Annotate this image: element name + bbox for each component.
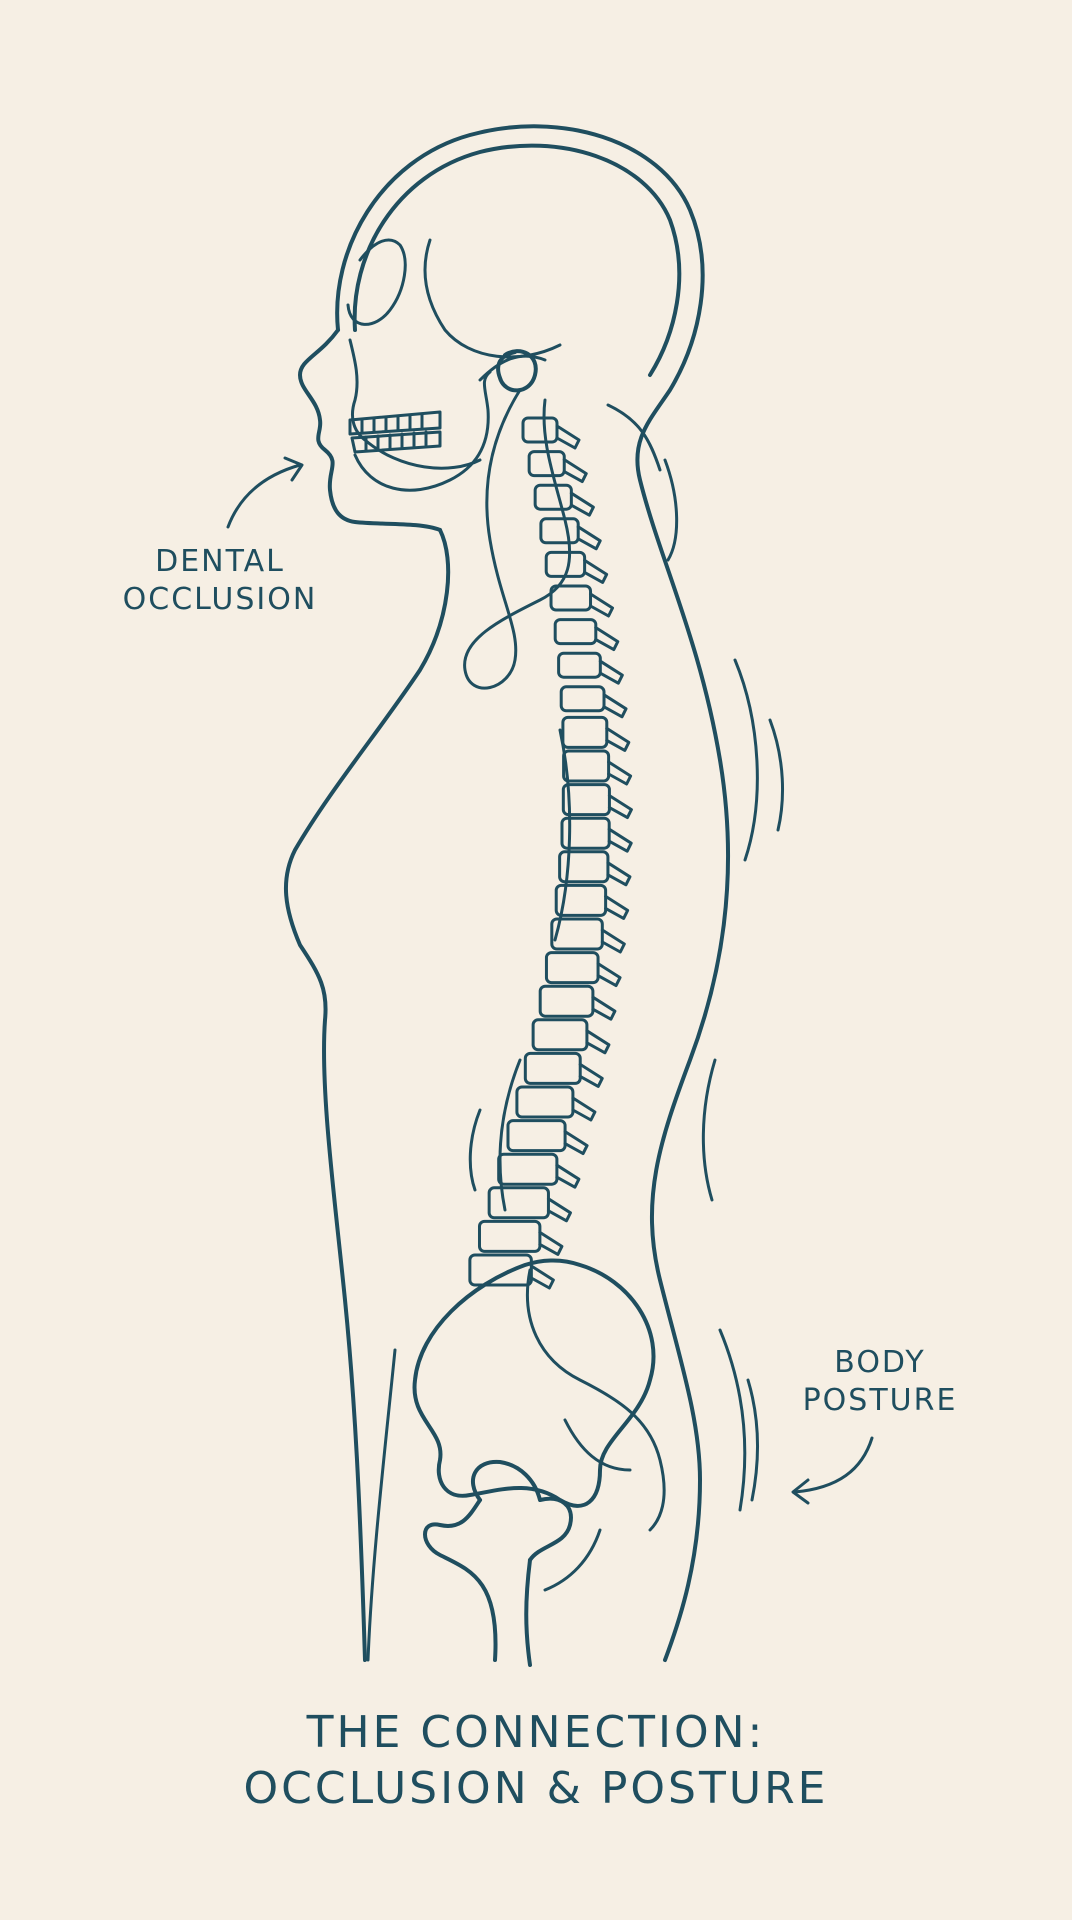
- dental-label-line2: OCCLUSION: [122, 582, 318, 617]
- vertebra: [557, 651, 602, 679]
- spinous-process: [607, 827, 633, 853]
- vertebra: [515, 1085, 575, 1119]
- vertebra: [497, 1152, 559, 1186]
- dental-occlusion-label: DENTAL OCCLUSION: [110, 543, 330, 619]
- vertebra: [560, 816, 611, 850]
- posture-label-line2: POSTURE: [802, 1383, 958, 1418]
- vertebra: [487, 1186, 550, 1220]
- vertebra: [527, 450, 566, 478]
- spinous-process: [591, 995, 617, 1021]
- spinous-process: [594, 626, 620, 652]
- spinous-process: [605, 726, 631, 752]
- vertebra: [523, 1051, 582, 1085]
- vertebra: [521, 416, 559, 444]
- spinous-process: [555, 424, 581, 450]
- spinous-process: [555, 1163, 581, 1189]
- spinous-process: [583, 558, 609, 584]
- pelvis-icon: [412, 1258, 666, 1667]
- spinous-process: [600, 928, 626, 954]
- vertebra: [477, 1219, 542, 1253]
- spinous-process: [604, 894, 630, 920]
- vertebra: [531, 1018, 589, 1052]
- spinous-process: [546, 1197, 572, 1223]
- vertebra: [544, 951, 600, 985]
- vertebra: [553, 618, 598, 646]
- vertebra: [506, 1119, 567, 1153]
- spinous-process: [576, 525, 602, 551]
- curved-arrow-icon: [226, 456, 874, 1505]
- page-title: THE CONNECTION: OCCLUSION & POSTURE: [0, 1705, 1072, 1817]
- spinous-process: [563, 1130, 589, 1156]
- vertebra: [538, 984, 595, 1018]
- vertebra: [561, 715, 609, 749]
- spinous-process: [529, 1264, 555, 1290]
- vertebra: [544, 550, 587, 578]
- spinous-process: [578, 1062, 604, 1088]
- back-contour-lines: [468, 458, 784, 1512]
- dental-label-line1: DENTAL: [155, 544, 285, 579]
- spinous-process: [607, 760, 633, 786]
- spinous-process: [606, 861, 632, 887]
- vertebra: [554, 883, 608, 917]
- vertebra: [550, 917, 604, 951]
- vertebra: [559, 685, 606, 713]
- skull-icon: [346, 238, 572, 690]
- posture-label-line1: BODY: [834, 1345, 926, 1380]
- vertebra: [558, 850, 610, 884]
- spinous-process: [607, 794, 633, 820]
- title-line1: THE CONNECTION:: [306, 1707, 766, 1758]
- spinous-process: [602, 693, 628, 719]
- body-outline: [284, 124, 731, 1662]
- spinous-process: [598, 659, 624, 685]
- vertebra: [562, 749, 611, 783]
- spinous-process: [571, 1096, 597, 1122]
- vertebra: [468, 1253, 533, 1287]
- vertebra: [549, 584, 593, 612]
- body-posture-label: BODY POSTURE: [775, 1344, 985, 1420]
- spinous-process: [538, 1230, 564, 1256]
- spinous-process: [585, 1029, 611, 1055]
- spinous-process: [569, 491, 595, 517]
- spine-icon: [468, 416, 633, 1290]
- title-line2: OCCLUSION & POSTURE: [243, 1763, 829, 1814]
- vertebra: [561, 783, 611, 817]
- vertebra: [539, 517, 580, 545]
- spinous-process: [596, 962, 622, 988]
- spinous-process: [589, 592, 615, 618]
- vertebra: [533, 483, 573, 511]
- spinous-process: [562, 458, 588, 484]
